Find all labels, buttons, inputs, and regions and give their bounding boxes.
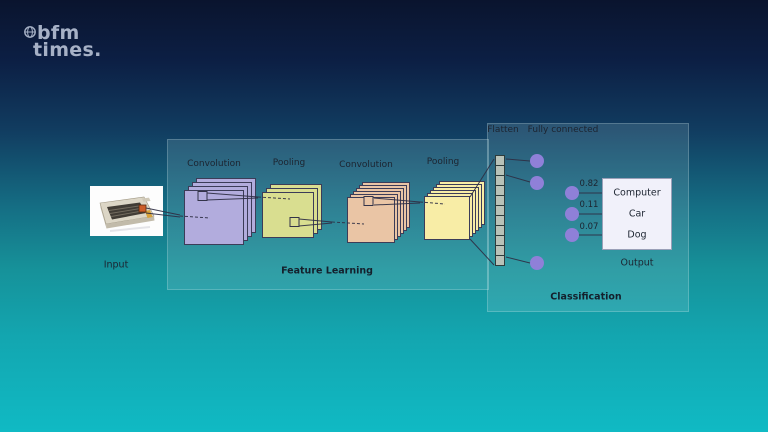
- output-class-box: [602, 178, 672, 250]
- output-label: Output: [620, 257, 654, 269]
- stage-label-pooling-2: Pooling: [426, 157, 460, 167]
- globe-icon: [24, 25, 36, 41]
- fully-connected-neuron: [530, 256, 544, 270]
- feature-learning-title: Feature Learning: [281, 265, 373, 277]
- fully-connected-neuron: [565, 186, 579, 200]
- logo-text-times: times.: [33, 39, 102, 61]
- logo-text-bfm: bfm: [37, 22, 80, 44]
- flatten-cell: [495, 255, 505, 266]
- feature-map-sheet: [347, 197, 395, 243]
- stage-label-convolution-2: Convolution: [339, 160, 393, 170]
- class-dog: Dog: [627, 229, 647, 241]
- feature-map-sheet: [424, 196, 470, 240]
- score-computer: 0.82: [579, 179, 599, 189]
- input-label: Input: [103, 259, 129, 271]
- class-computer: Computer: [613, 187, 661, 199]
- fully-connected-neuron: [530, 154, 544, 168]
- bfm-times-logo: bfm times.: [24, 24, 102, 60]
- feature-map-sheet: [184, 190, 244, 245]
- vintage-computer-illustration: [99, 196, 155, 232]
- class-car: Car: [628, 208, 646, 220]
- fully-connected-neuron: [565, 228, 579, 242]
- score-car: 0.11: [579, 200, 599, 210]
- stage-label-convolution-1: Convolution: [187, 159, 241, 169]
- feature-map-sheet: [262, 192, 314, 238]
- score-dog: 0.07: [579, 222, 599, 232]
- input-image: [90, 186, 163, 236]
- stage-label-pooling-1: Pooling: [272, 158, 306, 168]
- flatten-column: [495, 155, 505, 266]
- fully-connected-neuron: [565, 207, 579, 221]
- classification-title: Classification: [550, 291, 622, 303]
- fully-connected-label: Fully connected: [527, 125, 599, 135]
- flatten-label: Flatten: [487, 125, 519, 135]
- fully-connected-neuron: [530, 176, 544, 190]
